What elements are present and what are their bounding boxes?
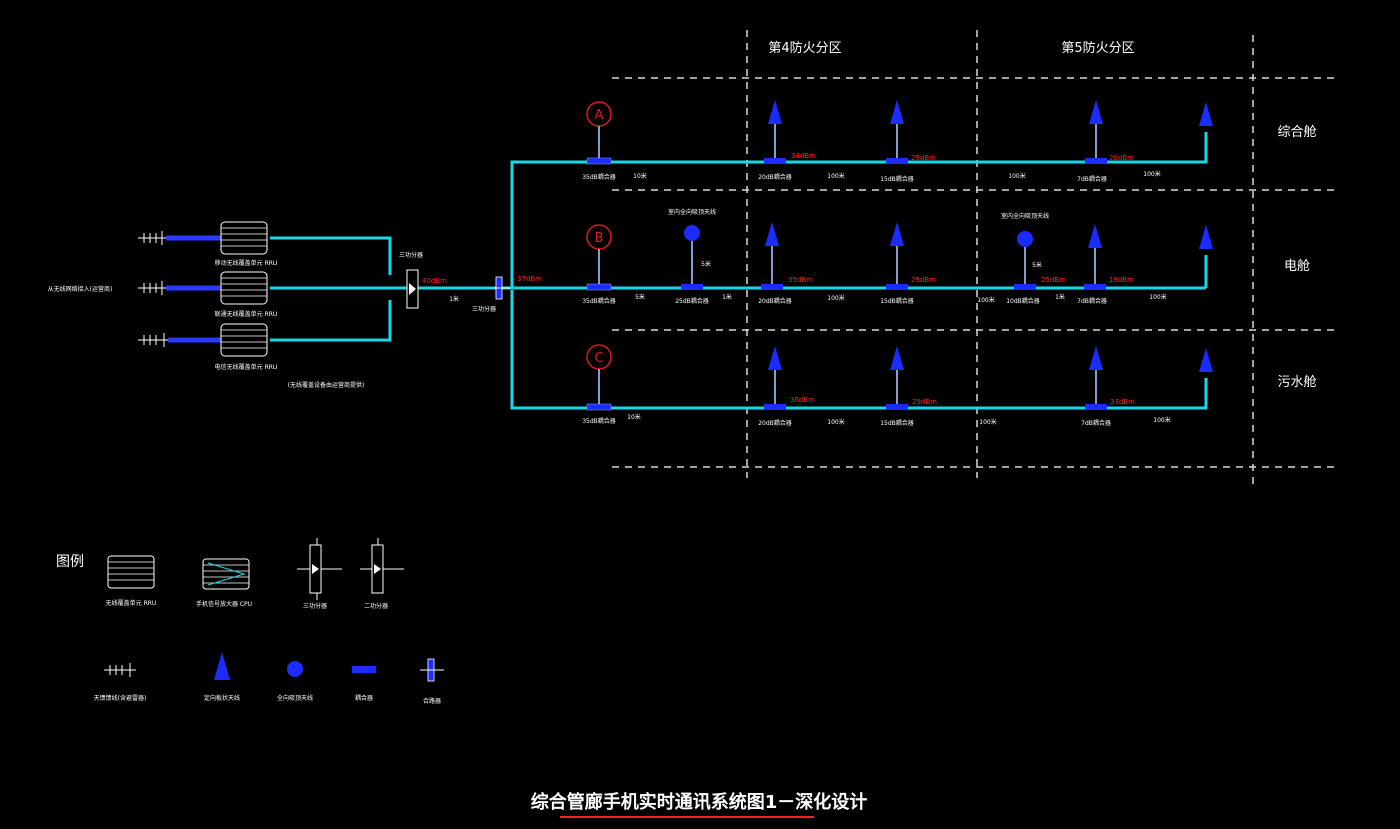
- len-b-second: 1米: [722, 293, 732, 301]
- ap1-len: 5米: [701, 260, 711, 268]
- len-b-first: 5米: [635, 293, 645, 301]
- svg-text:A: A: [595, 108, 604, 123]
- legend-omni-antenna-icon: [287, 661, 303, 677]
- line-a-antennas: [764, 100, 1213, 164]
- rru-units: [220, 221, 268, 357]
- len-a-2: 100米: [1008, 172, 1025, 180]
- legend-cpu-label: 手机信号放大器 CPU: [196, 600, 252, 608]
- coupler-a-2-label: 15dB耦合器: [880, 175, 914, 183]
- power-b-2: 29dBm: [911, 276, 936, 284]
- svg-text:C: C: [594, 351, 603, 366]
- line-b-antennas: [681, 222, 1213, 290]
- coupler-c-main: [586, 403, 612, 411]
- branch-a-marker: A: [586, 101, 612, 127]
- compartment-b-label: 电舱: [1284, 259, 1310, 274]
- power-c-3: 33dBm: [1110, 398, 1135, 406]
- legend-combiner-icon: [420, 658, 444, 682]
- len-a-3: 100米: [1143, 170, 1160, 178]
- splitter-label: 三功分器: [472, 305, 496, 313]
- coupler-b-4-label: 7dB耦合器: [1077, 297, 1107, 305]
- ap1-label: 室内全向吸顶天线: [668, 208, 716, 216]
- legend-feeder-label: 天馈馈线(含避雷器): [94, 694, 147, 702]
- ap2-len: 5米: [1032, 261, 1042, 269]
- len-a-1: 100米: [827, 172, 844, 180]
- ap1-coupler-label: 25dB耦合器: [675, 297, 709, 305]
- feeder-inputs: [138, 231, 221, 347]
- rru-3-label: 电信无线覆盖单元 RRU: [215, 363, 278, 371]
- legend-feeder-icon: [104, 663, 136, 677]
- power-b-1: 35dBm: [788, 276, 813, 284]
- legend-3way-label: 三功分器: [303, 602, 327, 610]
- legend-2way-label: 二功分器: [364, 602, 388, 610]
- power-a-2: 29dBm: [911, 154, 936, 162]
- cable-1-label: 1米: [449, 295, 459, 303]
- len-c-2: 100米: [979, 418, 996, 426]
- combiner-label: 三功分器: [399, 251, 423, 259]
- coupler-b-3-label: 10dB耦合器: [1006, 297, 1040, 305]
- len-c-first: 10米: [627, 413, 641, 421]
- rru-2-label: 联通无线覆盖单元 RRU: [215, 310, 278, 318]
- coupler-a-main-label: 35dB耦合器: [582, 173, 616, 181]
- power-c-1: 36dBm: [790, 396, 815, 404]
- zone-grid: [612, 30, 1340, 488]
- len-b-4: 100米: [1149, 293, 1166, 301]
- len-c-3: 100米: [1153, 416, 1170, 424]
- rru-note: (无线覆盖设备由运营商提供): [288, 381, 365, 389]
- compartment-a-label: 综合舱: [1277, 125, 1316, 140]
- branch-c-marker: C: [586, 344, 612, 370]
- legend-cpu-icon: [202, 558, 250, 590]
- coupler-b-2-label: 15dB耦合器: [880, 297, 914, 305]
- legend-3way-icon: [297, 538, 342, 600]
- len-b-1: 100米: [827, 294, 844, 302]
- coupler-a-main: [586, 157, 612, 165]
- coupler-b-main: [586, 283, 612, 291]
- splitter: [494, 276, 510, 300]
- coupler-c-1-label: 20dB耦合器: [758, 419, 792, 427]
- legend-directional-antenna-label: 定向板状天线: [204, 694, 240, 702]
- len-b-3: 1米: [1055, 293, 1065, 301]
- coupler-c-main-label: 35dB耦合器: [582, 417, 616, 425]
- coupler-a-1-label: 20dB耦合器: [758, 173, 792, 181]
- legend-coupler-label: 耦合器: [355, 694, 373, 702]
- splitter-power: 37dBm: [517, 275, 542, 283]
- legend-directional-antenna-icon: [214, 652, 230, 680]
- source-label: 从无线网络接入(运营商): [48, 285, 113, 293]
- ap2-label: 室内全向吸顶天线: [1001, 212, 1049, 220]
- legend-heading: 图例: [56, 554, 84, 570]
- power-b-4: 19dBm: [1109, 276, 1134, 284]
- coupler-b-1-label: 20dB耦合器: [758, 297, 792, 305]
- coupler-b-main-label: 35dB耦合器: [582, 297, 616, 305]
- legend-rru-icon: [107, 555, 155, 589]
- zone4-label: 第4防火分区: [768, 40, 841, 56]
- coupler-c-2-label: 15dB耦合器: [880, 419, 914, 427]
- power-a-1: 34dBm: [791, 152, 816, 160]
- legend-combiner-label: 合路器: [423, 697, 441, 705]
- power-a-3: 20dBm: [1109, 154, 1134, 162]
- legend-omni-antenna-label: 全向吸顶天线: [277, 694, 313, 702]
- len-c-1: 100米: [827, 418, 844, 426]
- diagram-title: 综合管廊手机实时通讯系统图1－深化设计: [531, 791, 868, 813]
- coupler-a-3-label: 7dB耦合器: [1077, 175, 1107, 183]
- branch-b-marker: B: [586, 224, 612, 250]
- coupler-c-3-label: 7dB耦合器: [1081, 419, 1111, 427]
- len-a-first: 10米: [633, 172, 647, 180]
- legend-coupler-icon: [352, 666, 376, 673]
- legend-2way-icon: [360, 538, 404, 594]
- zone5-label: 第5防火分区: [1061, 40, 1134, 56]
- power-b-3: 25dBm: [1041, 276, 1066, 284]
- svg-text:B: B: [595, 231, 604, 246]
- legend-rru-label: 无线覆盖单元 RRU: [106, 599, 157, 607]
- combiner-power: 40dBm: [422, 277, 447, 285]
- line-c-antennas: [764, 346, 1213, 410]
- power-c-2: 29dBm: [912, 398, 937, 406]
- rru-1-label: 移动无线覆盖单元 RRU: [215, 259, 278, 267]
- len-b-2: 100米: [977, 296, 994, 304]
- combiner: [406, 269, 419, 309]
- compartment-c-label: 污水舱: [1277, 375, 1316, 390]
